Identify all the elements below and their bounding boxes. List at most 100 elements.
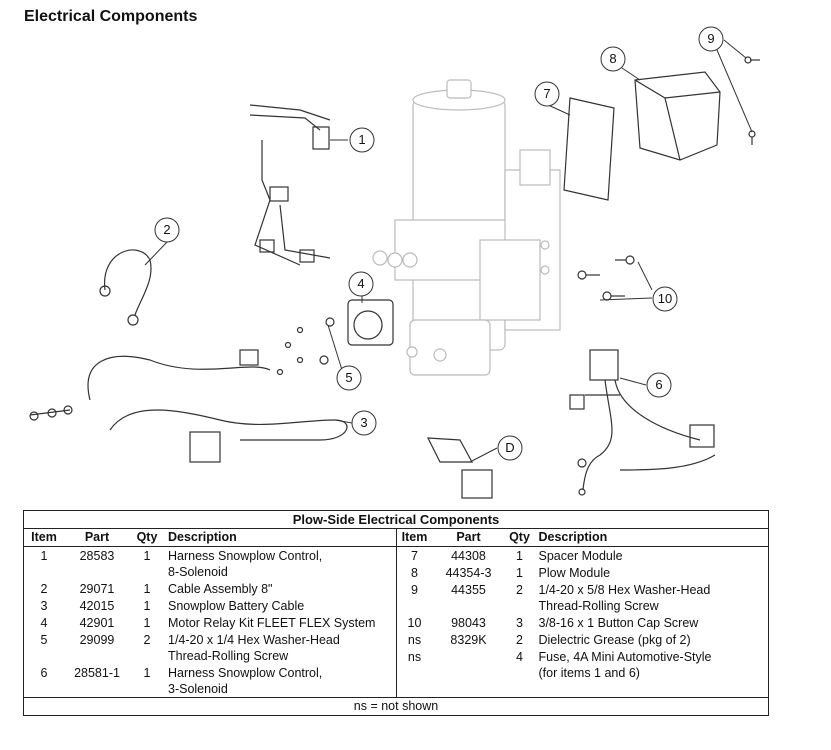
callout-2: 2 bbox=[163, 222, 171, 237]
cell-qty: 2 bbox=[516, 633, 523, 647]
cell-description: Harness Snowplow Control, 3-Solenoid bbox=[164, 665, 396, 697]
cell-part: 28583 bbox=[79, 549, 115, 563]
header-qty: Qty bbox=[509, 530, 530, 544]
cell-item: 2 bbox=[40, 582, 48, 596]
cell-item: 5 bbox=[40, 633, 48, 647]
cell-description: 3/8-16 x 1 Button Cap Screw bbox=[535, 615, 769, 631]
cell-item: ns bbox=[407, 650, 422, 664]
description-line: 8-Solenoid bbox=[168, 565, 228, 579]
parts-table: Plow-Side Electrical Components Item Par… bbox=[23, 510, 769, 716]
motor-relay-illustration bbox=[319, 299, 394, 365]
cell-part: 44308 bbox=[451, 549, 486, 563]
description-line: Harness Snowplow Control, bbox=[168, 666, 323, 680]
cell-part bbox=[433, 649, 505, 681]
table-row: 1 28583 1 Harness Snowplow Control, 8-Soleno… bbox=[24, 547, 396, 580]
table-title: Plow-Side Electrical Components bbox=[24, 511, 768, 529]
callout-6: 6 bbox=[655, 377, 663, 392]
description-line: Fuse, 4A Mini Automotive-Style bbox=[538, 650, 712, 664]
table-header-row: Item Part Qty Description bbox=[396, 529, 768, 547]
description-line: Thread-Rolling Screw bbox=[168, 649, 289, 663]
cell-description: Cable Assembly 8" bbox=[164, 581, 396, 597]
table-row: 4 42901 1 Motor Relay Kit FLEET FLEX System bbox=[24, 614, 396, 631]
header-item: Item bbox=[401, 530, 428, 544]
cell-qty: 4 bbox=[516, 650, 523, 664]
cell-qty: 1 bbox=[143, 582, 151, 596]
cell-qty: 1 bbox=[143, 549, 151, 563]
description-line: 1/4-20 x 1/4 Hex Washer-Head bbox=[168, 633, 340, 647]
table-right-half: Item Part Qty Description 7 44308 1 Spacer … bbox=[396, 529, 769, 697]
callout-3: 3 bbox=[360, 415, 368, 430]
description-line: 3/8-16 x 1 Button Cap Screw bbox=[538, 616, 699, 630]
callout-4: 4 bbox=[357, 276, 365, 291]
header-qty: Qty bbox=[136, 530, 158, 544]
cell-description: Snowplow Battery Cable bbox=[164, 598, 396, 614]
callout-5: 5 bbox=[345, 370, 353, 385]
description-line: Plow Module bbox=[538, 566, 611, 580]
callout-7: 7 bbox=[543, 86, 551, 101]
cell-qty: 3 bbox=[516, 616, 523, 630]
table-row: 2 29071 1 Cable Assembly 8" bbox=[24, 580, 396, 597]
button-cap-screw-illustration bbox=[577, 255, 635, 301]
cell-item: 9 bbox=[411, 583, 418, 597]
cell-qty: 1 bbox=[516, 566, 523, 580]
cell-qty: 1 bbox=[143, 616, 151, 630]
cell-item: 8 bbox=[411, 566, 418, 580]
description-line: Harness Snowplow Control, bbox=[168, 549, 323, 563]
page-title: Electrical Components bbox=[24, 8, 198, 25]
callout-1: 1 bbox=[358, 132, 366, 147]
cell-item: 1 bbox=[40, 549, 48, 563]
cell-qty: 1 bbox=[143, 599, 151, 613]
header-item: Item bbox=[31, 530, 57, 544]
cell-item: ns bbox=[407, 633, 422, 647]
cell-description: Plow Module bbox=[535, 565, 769, 581]
hydraulic-pump-illustration bbox=[372, 79, 561, 376]
callout-8: 8 bbox=[609, 51, 617, 66]
cell-qty: 1 bbox=[143, 666, 151, 680]
description-line: Snowplow Battery Cable bbox=[168, 599, 305, 613]
harness-3-solenoid-illustration bbox=[569, 349, 716, 496]
callout-d: D bbox=[505, 440, 515, 455]
cell-part: 44354-3 bbox=[445, 566, 492, 580]
cell-part: 42901 bbox=[79, 616, 115, 630]
table-row: ns 4 Fuse, 4A Mini Automotive-Style (for it… bbox=[397, 648, 769, 681]
header-description: Description bbox=[538, 530, 608, 544]
screw-9-illustration bbox=[744, 56, 760, 145]
spacer-module-illustration bbox=[563, 97, 615, 201]
cell-description: Spacer Module bbox=[535, 548, 769, 564]
description-line: 3-Solenoid bbox=[168, 682, 228, 696]
hex-screw-illustration bbox=[276, 326, 304, 376]
plow-module-illustration bbox=[634, 71, 721, 161]
cell-part: 29071 bbox=[79, 582, 115, 596]
cable-assembly-illustration bbox=[99, 249, 152, 326]
cell-description: Dielectric Grease (pkg of 2) bbox=[535, 632, 769, 648]
dielectric-packet-illustration bbox=[426, 437, 493, 499]
cell-part: 98043 bbox=[451, 616, 486, 630]
cell-item: 6 bbox=[40, 666, 48, 680]
callout-10: 10 bbox=[657, 291, 673, 306]
cell-item: 4 bbox=[40, 616, 48, 630]
harness-8-solenoid-illustration bbox=[249, 104, 331, 266]
cell-item: 7 bbox=[411, 549, 418, 563]
cell-part: 29099 bbox=[79, 633, 115, 647]
description-line: (for items 1 and 6) bbox=[538, 666, 640, 680]
exploded-diagram bbox=[29, 26, 760, 499]
cell-description: Motor Relay Kit FLEET FLEX System bbox=[164, 615, 396, 631]
cell-qty: 2 bbox=[516, 583, 523, 597]
header-part: Part bbox=[456, 530, 481, 544]
description-line: 1/4-20 x 5/8 Hex Washer-Head bbox=[538, 583, 711, 597]
cell-part: 42015 bbox=[79, 599, 115, 613]
cell-description: Harness Snowplow Control, 8-Solenoid bbox=[164, 548, 396, 580]
description-line: Cable Assembly 8" bbox=[168, 582, 273, 596]
table-row: 8 44354-3 1 Plow Module bbox=[397, 564, 769, 581]
cell-part: 44355 bbox=[451, 583, 486, 597]
description-line: Motor Relay Kit FLEET FLEX System bbox=[168, 616, 376, 630]
